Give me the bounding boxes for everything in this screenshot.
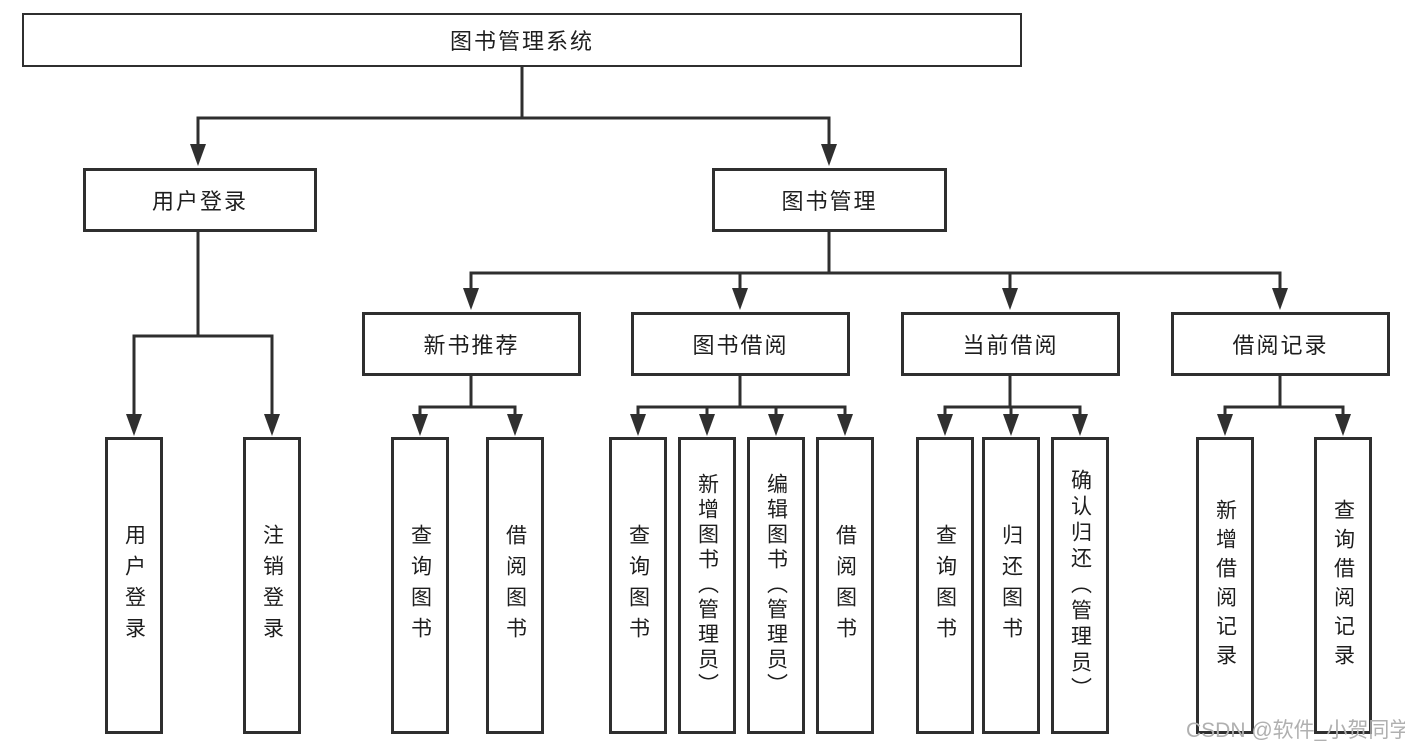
node-book-management: 图书管理 xyxy=(712,168,947,232)
leaf-label: 新增借阅记录 xyxy=(1213,498,1237,673)
leaf-add-books-admin: 新增图书（管理员） xyxy=(678,437,736,734)
leaf-query-books: 查询图书 xyxy=(609,437,667,734)
leaf-label: 编辑图书（管理员） xyxy=(764,473,788,698)
connector-path xyxy=(132,64,1345,418)
node-label: 新书推荐 xyxy=(423,333,520,358)
leaf-label: 用户登录 xyxy=(122,523,146,648)
leaf-query-books: 查询图书 xyxy=(391,437,449,734)
leaf-add-borrow-record: 新增借阅记录 xyxy=(1196,437,1254,734)
leaf-label: 查询图书 xyxy=(933,523,957,648)
leaf-query-books: 查询图书 xyxy=(916,437,974,734)
leaf-label: 查询借阅记录 xyxy=(1331,498,1355,673)
csdn-watermark: CSDN @软件_小贺同学 xyxy=(1186,719,1405,742)
node-label: 图书管理系统 xyxy=(449,29,594,54)
leaf-edit-books-admin: 编辑图书（管理员） xyxy=(747,437,805,734)
leaf-return-books: 归还图书 xyxy=(982,437,1040,734)
leaf-borrow-books: 借阅图书 xyxy=(486,437,544,734)
leaf-label: 新增图书（管理员） xyxy=(695,473,719,698)
node-label: 图书管理 xyxy=(781,189,878,214)
leaf-label: 确认归还（管理员） xyxy=(1068,468,1092,703)
leaf-label: 归还图书 xyxy=(999,523,1023,648)
node-label: 借阅记录 xyxy=(1232,333,1329,358)
node-system-root: 图书管理系统 xyxy=(22,13,1022,67)
leaf-label: 查询图书 xyxy=(408,523,432,648)
node-user-login: 用户登录 xyxy=(83,168,317,232)
node-label: 图书借阅 xyxy=(692,333,789,358)
leaf-label: 注销登录 xyxy=(260,523,284,648)
leaf-logout: 注销登录 xyxy=(243,437,301,734)
leaf-borrow-books: 借阅图书 xyxy=(816,437,874,734)
node-borrow-records: 借阅记录 xyxy=(1171,312,1390,376)
node-book-borrow: 图书借阅 xyxy=(631,312,850,376)
leaf-label: 借阅图书 xyxy=(833,523,857,648)
node-label: 当前借阅 xyxy=(962,333,1059,358)
leaf-query-borrow-record: 查询借阅记录 xyxy=(1314,437,1372,734)
arrowheads xyxy=(126,144,1351,436)
node-label: 用户登录 xyxy=(151,189,248,214)
leaf-label: 查询图书 xyxy=(626,523,650,648)
leaf-label: 借阅图书 xyxy=(503,523,527,648)
node-current-borrow: 当前借阅 xyxy=(901,312,1120,376)
leaf-confirm-return-admin: 确认归还（管理员） xyxy=(1051,437,1109,734)
leaf-user-login: 用户登录 xyxy=(105,437,163,734)
node-new-book-recommend: 新书推荐 xyxy=(362,312,581,376)
